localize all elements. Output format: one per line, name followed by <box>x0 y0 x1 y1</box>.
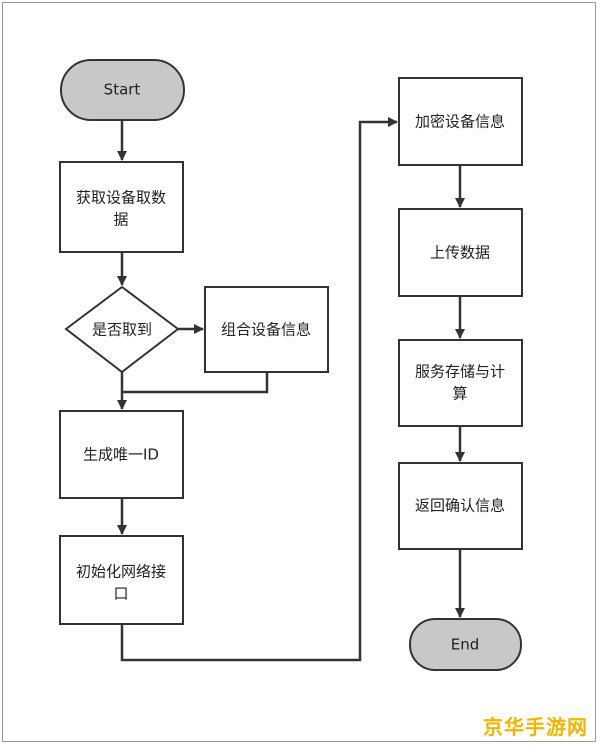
decision-label: 是否取到 <box>92 321 152 339</box>
decision-node: 是否取到 <box>64 285 180 374</box>
get-data-label-line1: 获取设备取数 <box>76 189 166 207</box>
get-data-label-line2: 据 <box>113 211 128 229</box>
store-label-line1: 服务存储与计 <box>415 363 505 381</box>
gen-id-label: 生成唯一ID <box>83 446 159 464</box>
combine-node: 组合设备信息 <box>204 286 329 373</box>
upload-label: 上传数据 <box>430 244 490 262</box>
upload-node: 上传数据 <box>398 208 523 297</box>
init-label-line2: 口 <box>113 585 128 603</box>
store-label-line2: 算 <box>452 385 467 403</box>
arrow-combine-to-gen-id <box>122 372 269 394</box>
confirm-node: 返回确认信息 <box>398 462 523 550</box>
encrypt-label: 加密设备信息 <box>415 113 505 131</box>
connectors <box>117 117 465 662</box>
init-label-line1: 初始化网络接 <box>76 563 166 581</box>
end-label: End <box>451 636 480 654</box>
store-node: 服务存储与计 算 <box>398 339 523 427</box>
arrow-init-to-encrypt <box>120 117 398 662</box>
watermark-logo: 京华手游网 <box>483 715 588 739</box>
init-node: 初始化网络接 口 <box>59 535 184 625</box>
get-data-node: 获取设备取数 据 <box>59 161 184 253</box>
start-label: Start <box>104 81 141 99</box>
encrypt-node: 加密设备信息 <box>398 77 523 166</box>
gen-id-node: 生成唯一ID <box>59 410 184 499</box>
confirm-label: 返回确认信息 <box>415 497 505 515</box>
image-border <box>2 2 596 742</box>
combine-label: 组合设备信息 <box>221 321 311 339</box>
end-node: End <box>409 618 522 671</box>
start-node: Start <box>60 59 185 121</box>
